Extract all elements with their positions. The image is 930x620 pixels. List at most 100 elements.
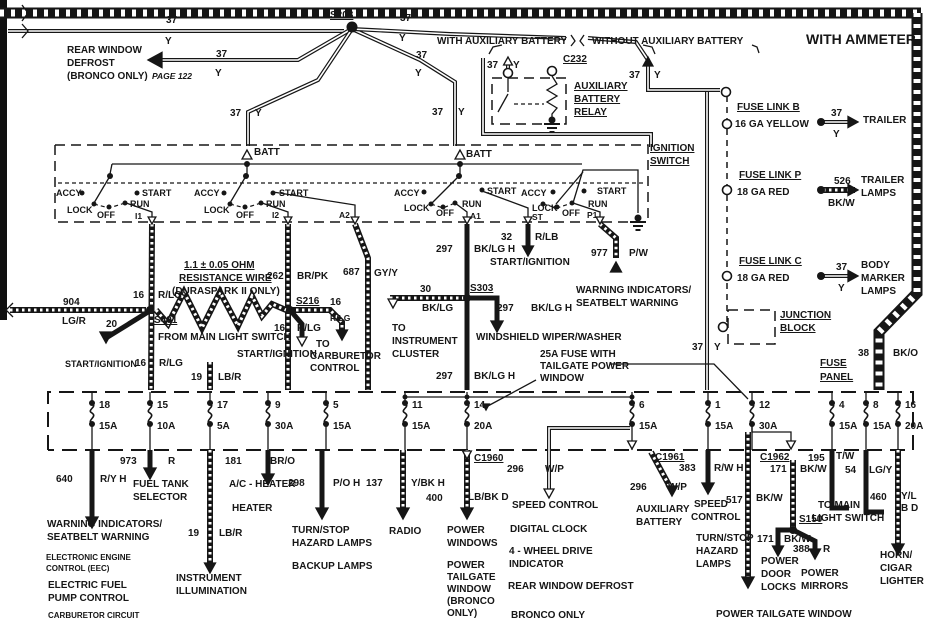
diagram-label: BK/W [756,493,783,504]
diagram-label: 16 [133,290,145,301]
wire [579,34,585,47]
splice-dot [817,272,825,280]
arrow-icon [84,516,100,530]
wire [55,144,649,222]
fuse-terminal [464,421,470,427]
arrow-icon [260,473,276,487]
diagram-label: ONLY) [447,608,477,619]
diagram-label: REAR WINDOW DEFROST [508,581,634,592]
wire [152,30,349,61]
wire [829,450,849,511]
splice-dot [243,173,249,179]
fuse-terminal [705,421,711,427]
diagram-label: PUMP CONTROL [48,593,129,604]
diagram-label: LIGHT SWITCH [812,513,884,524]
diagram-label: LB/R [218,372,242,383]
diagram-label: 388 [793,544,810,555]
diagram-label: ELECTRIC FUEL [48,580,127,591]
splice-dot [817,118,825,126]
fuse-terminal [323,421,329,427]
splice-dot [817,186,825,194]
fuse-terminal [895,400,901,406]
diagram-label: WINDOW [540,373,584,384]
diagram-label: 16 [274,323,286,334]
diagram-label: CARBURETOR CIRCUIT [48,611,140,620]
diagram-label: START [597,186,627,196]
diagram-label: CONTROL [310,363,359,374]
splice-dot [421,189,427,195]
wire [485,379,537,408]
diagram-label: BK/LG H [531,303,572,314]
wire [488,44,503,55]
diagram-label: 37 [166,15,178,26]
fuse-number: 1 [715,400,721,411]
diagram-label: BK/LG [422,303,453,314]
diagram-label: 37 [831,108,843,119]
diagram-label: LB/BK D [468,492,509,503]
diagram-label: Y [458,107,465,118]
arrow-icon [609,260,623,273]
splice-dot [270,190,276,196]
arrow-icon [453,148,467,160]
diagram-label: POWER TAILGATE WINDOW [716,609,852,620]
diagram-label: 16 GA YELLOW [735,119,809,130]
fuse-element-icon [705,402,711,425]
diagram-label: S401 [154,315,178,326]
diagram-label: LG/Y [869,465,893,476]
diagram-label: START/IGNITION [65,359,137,369]
fuse-element-icon [89,402,95,425]
arrow-icon [641,55,655,67]
fuse-rating: 20A [905,421,923,432]
diagram-label: Y/BK H [411,478,445,489]
arrow-icon [146,51,163,69]
wire [548,427,630,491]
diagram-label: P/O H [333,478,360,489]
diagram-label: 37 [692,342,704,353]
diagram-label: LB/R [219,528,243,539]
diagram-label: POWER [447,525,486,536]
fuse-terminal [147,421,153,427]
arrow-icon [700,482,716,496]
diagram-label: WITH AMMETER [806,31,916,47]
diagram-label: FUSE LINK P [739,170,802,181]
diagram-label: 37 [416,50,428,61]
arrow-icon [665,485,679,498]
diagram-label: (BRONCO [447,596,495,607]
diagram-label: WITHOUT AUXILIARY BATTERY [592,36,744,47]
splice-dot [242,204,248,210]
splice-dot [452,200,458,206]
diagram-label: 262 [267,271,284,282]
wire [775,527,793,548]
diagram-label: S303 [470,283,494,294]
wire [125,202,153,218]
diagram-label: C1962 [760,452,790,463]
diagram-label: 19 [191,372,203,383]
fuse-terminal [89,421,95,427]
arrow-icon [240,148,254,160]
diagram-label: MIRRORS [801,581,849,592]
arrow-icon [283,216,293,226]
diagram-label: ACCY [521,188,547,198]
diagram-label: TAILGATE [447,572,496,583]
connector-ring [721,184,733,196]
diagram-label: R [168,456,176,467]
diagram-label: BATT [466,149,492,160]
diagram-label: R [823,544,831,555]
diagram-label: ELECTRONIC ENGINE [46,553,132,562]
fuse-terminal [147,400,153,406]
diagram-label: CIGAR [880,563,913,574]
diagram-label: S216 [296,296,320,307]
diagram-label: S150 [799,514,823,525]
fuse-rating: 15A [333,421,351,432]
diagram-label: R/LB [535,232,558,243]
fuse-rating: 15A [715,421,733,432]
fuse-rating: 20A [474,421,492,432]
wire [751,44,760,54]
diagram-label: 54 [845,465,857,476]
wire [247,28,353,146]
splice-dot [634,214,642,222]
diagram-label: Y [255,108,262,119]
diagram-label: JUNCTION [780,310,831,321]
splice-dot [440,204,446,210]
diagram-label: C1961 [655,452,685,463]
